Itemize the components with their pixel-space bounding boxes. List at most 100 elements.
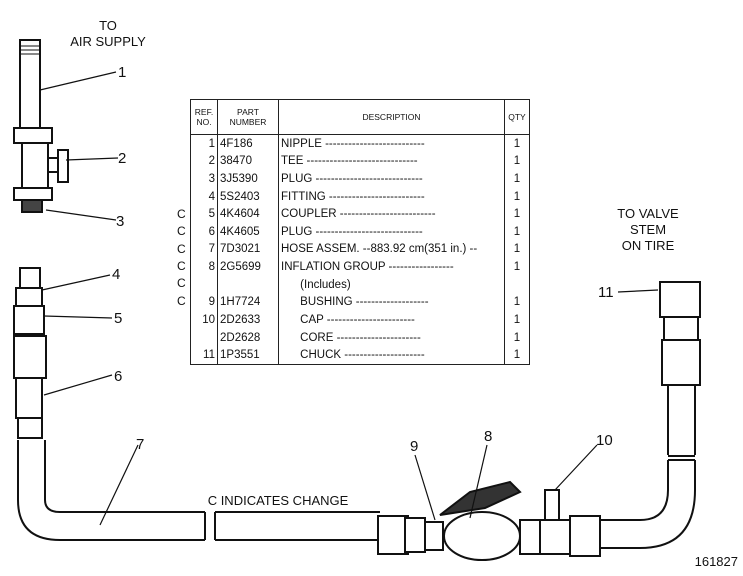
cell-desc: NIPPLE -------------------------- [278, 134, 505, 153]
cell-qty: 1 [513, 225, 521, 238]
cell-ref [190, 328, 218, 347]
cell-qty: 1 [513, 208, 521, 221]
cell-ref: 2 [190, 152, 218, 171]
callout-8: 8 [484, 428, 493, 445]
change-mark: C [177, 259, 186, 273]
callout-10: 10 [596, 432, 613, 449]
cell-desc: BUSHING ------------------- [278, 293, 505, 312]
cell-desc: COUPLER ------------------------- [278, 205, 505, 224]
cell-part: 2D2628 [217, 328, 279, 347]
change-mark: C [177, 276, 186, 291]
cell-part: 4F186 [217, 134, 279, 153]
cell-part: 4K4604 [217, 205, 279, 224]
callout-1: 1 [118, 64, 127, 81]
callout-3: 3 [116, 213, 125, 230]
callout-9: 9 [410, 438, 419, 455]
cell-qty: 1 [513, 331, 521, 344]
cell-desc: (Includes) [278, 275, 505, 294]
table-row: (Includes) [190, 275, 530, 294]
cell-part: 1P3551 [217, 346, 279, 365]
to-air-supply-label: TO AIR SUPPLY [70, 18, 146, 49]
cell-part: 1H7724 [217, 293, 279, 312]
cell-part: 3J5390 [217, 170, 279, 188]
cell-qty: 1 [513, 349, 521, 362]
cell-qty: 1 [513, 190, 521, 203]
cell-qty: 1 [513, 243, 521, 256]
cell-ref: 9 [190, 293, 218, 312]
cell-ref: 1 [190, 134, 218, 153]
tee [13, 127, 53, 144]
cell-ref: 8 [190, 258, 218, 276]
cell-ref: 7 [190, 240, 218, 259]
header-ref: REF. NO. [190, 99, 218, 135]
table-header: REF. NO. PART NUMBER DESCRIPTION QTY [190, 99, 530, 135]
cell-ref: 10 [190, 311, 218, 329]
cell-desc: HOSE ASSEM. --883.92 cm(351 in.) -- [278, 240, 505, 259]
cell-desc: PLUG ---------------------------- [278, 170, 505, 188]
cell-desc: CAP ----------------------- [278, 311, 505, 329]
cell-desc: CHUCK --------------------- [278, 346, 505, 365]
cell-part: 4K4605 [217, 223, 279, 241]
cell-part: 5S2403 [217, 187, 279, 206]
callout-2: 2 [118, 150, 127, 167]
cell-ref: 3 [190, 170, 218, 188]
cell-part: 7D3021 [217, 240, 279, 259]
cell-desc: TEE ----------------------------- [278, 152, 505, 171]
cell-qty: 1 [513, 313, 521, 326]
to-valve-stem-label: TO VALVE STEM ON TIRE [617, 206, 679, 253]
plug [21, 199, 43, 213]
callout-11: 11 [598, 284, 614, 301]
cell-part: 2G5699 [217, 258, 279, 276]
cell-qty: 1 [513, 155, 521, 168]
cell-ref: 4 [190, 187, 218, 206]
cell-ref: 5 [190, 205, 218, 224]
inflation-valve [443, 511, 521, 561]
cell-desc: PLUG ---------------------------- [278, 223, 505, 241]
hose [17, 440, 205, 541]
cell-ref [190, 275, 218, 294]
cell-ref: 6 [190, 223, 218, 241]
cell-qty: 1 [513, 296, 521, 309]
cell-qty: 1 [513, 173, 521, 186]
callout-5: 5 [114, 310, 123, 327]
cell-qty: 1 [513, 261, 521, 274]
callout-4: 4 [112, 266, 121, 283]
cell-qty [505, 276, 530, 294]
callout-6: 6 [114, 368, 123, 385]
cell-part: 38470 [217, 152, 279, 171]
cell-desc: FITTING ------------------------- [278, 187, 505, 206]
coupler-plug [15, 377, 43, 419]
cell-desc: CORE ---------------------- [278, 328, 505, 347]
header-desc: DESCRIPTION [278, 99, 505, 135]
gauge-valve [544, 489, 560, 521]
change-note: C INDICATES CHANGE [207, 493, 349, 508]
cell-part [217, 275, 279, 294]
change-mark: C [177, 224, 186, 239]
change-mark: C [177, 293, 186, 308]
change-mark: C [177, 241, 186, 256]
fitting [19, 267, 41, 289]
cell-ref: 11 [190, 346, 218, 365]
chuck [659, 281, 701, 318]
coupler [13, 305, 45, 335]
header-part: PART NUMBER [217, 99, 279, 135]
table-row: 2D2628 CORE ---------------------- 1 [190, 328, 530, 347]
callout-7: 7 [136, 436, 145, 453]
figure-number: 161827 [694, 554, 738, 569]
cell-desc: INFLATION GROUP ----------------- [278, 258, 505, 276]
cell-part: 2D2633 [217, 311, 279, 329]
